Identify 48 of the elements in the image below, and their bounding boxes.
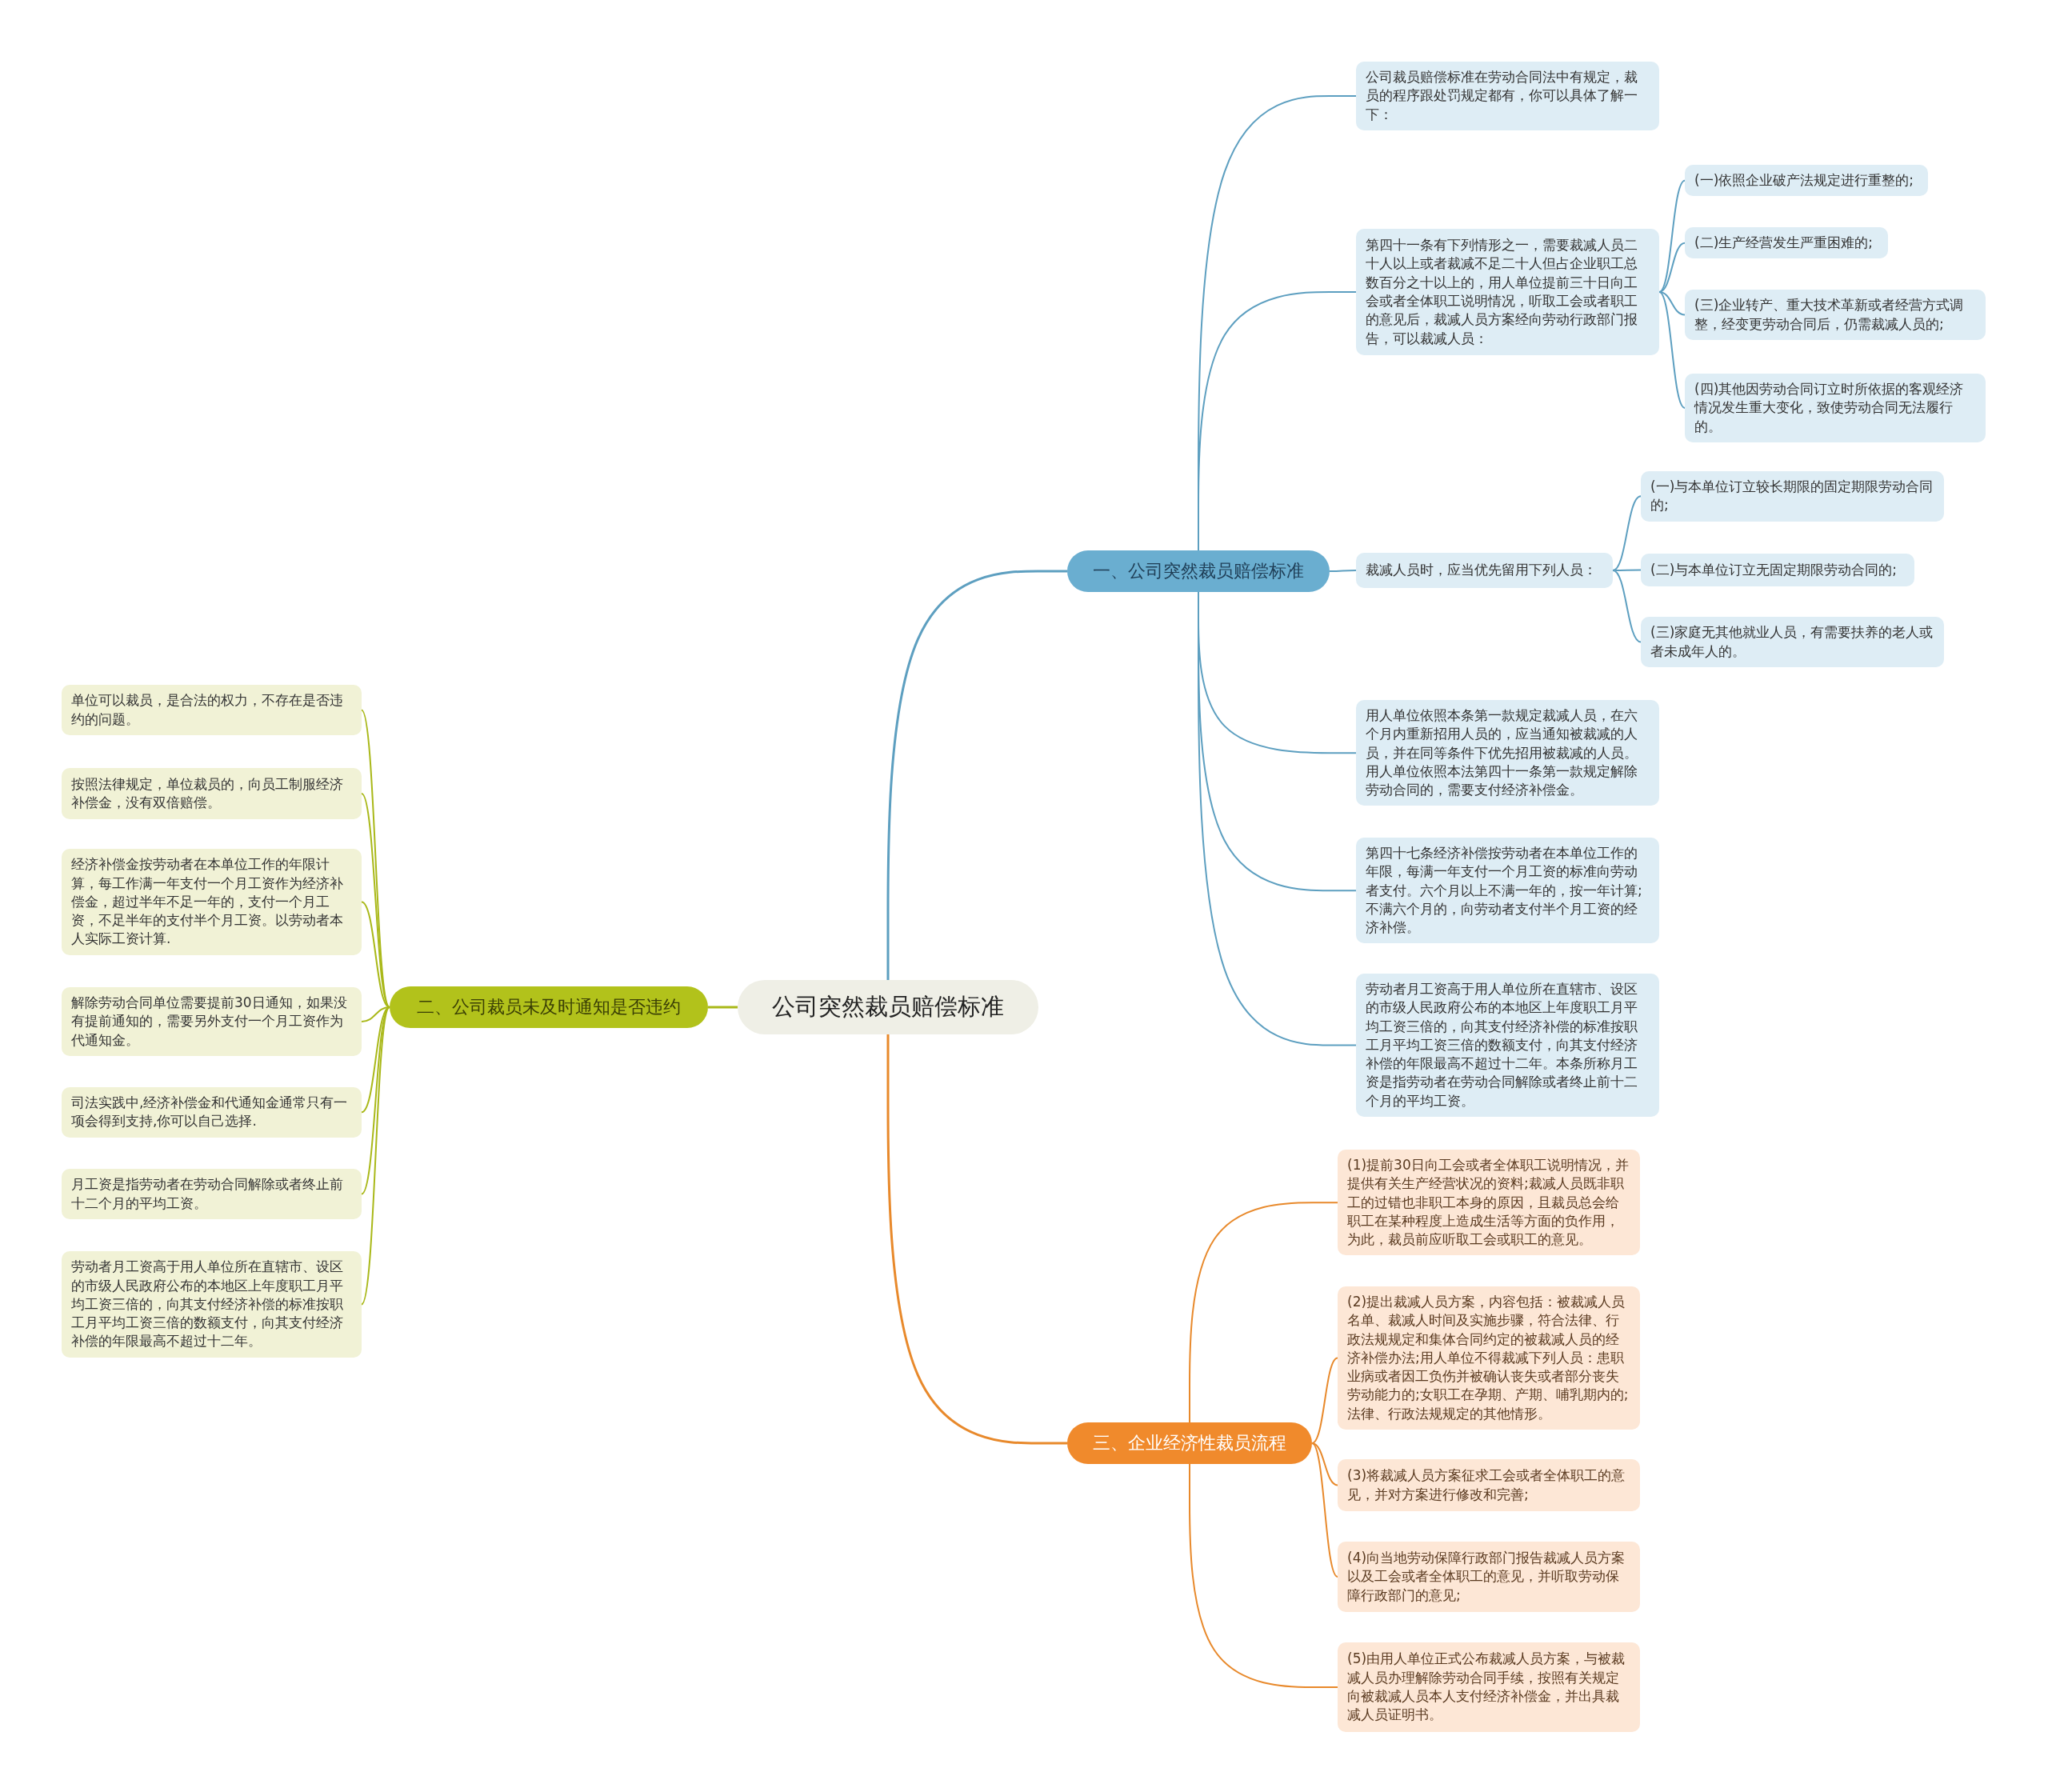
connector-line (886, 570, 1067, 980)
branch-topic: 二、公司裁员未及时通知是否违约 (390, 986, 708, 1028)
subtopic-card: 经济补偿金按劳动者在本单位工作的年限计算，每工作满一年支付一个月工资作为经济补偿金，超过半年不足一年的，支付一个月工资，不足半年的支付半个月工资。以劳动者本人实际工资计算. (62, 849, 362, 955)
subtopic-card: 按照法律规定，单位裁员的，向员工制服经济补偿金，没有双倍赔偿。 (62, 768, 362, 819)
subtopic-card: 劳动者月工资高于用人单位所在直辖市、设区的市级人民政府公布的本地区上年度职工月平均工资三倍的，向其支付经济补偿的标准按职工月平均工资三倍的数额支付，向其支付经济补偿的年限最高不超过十二年。本条所称月工资是指劳动者在劳动合同解除或者终止前十二个月的平均工资。 (1356, 974, 1659, 1117)
subtopic-card: 单位可以裁员，是合法的权力，不存在是否违约的问题。 (62, 685, 362, 735)
connector-line (361, 793, 390, 1008)
subtopic-card: 司法实践中,经济补偿金和代通知金通常只有一项会得到支持,你可以自己选择. (62, 1087, 362, 1138)
connector-line (886, 1034, 1067, 1445)
connector-line (1658, 179, 1686, 293)
connector-line (1612, 570, 1642, 643)
connector-line (1612, 495, 1642, 571)
subtopic-card: 解除劳动合同单位需要提前30日通知，如果没有提前通知的，需要另外支付一个月工资作为代通知金。 (62, 987, 362, 1056)
connector-line (1658, 242, 1686, 293)
subtopic-card: 第四十七条经济补偿按劳动者在本单位工作的年限，每满一年支付一个月工资的标准向劳动者支付。六个月以上不满一年的，按一年计算;不满六个月的，向劳动者支付半个月工资的经济补偿。 (1356, 838, 1659, 944)
subtopic-card: (4)向当地劳动保障行政部门报告裁减人员方案以及工会或者全体职工的意见，并听取劳动保障行政部门的意见; (1338, 1542, 1640, 1612)
subtopic-card: (二)生产经营发生严重困难的; (1685, 227, 1888, 259)
subtopic-card: 劳动者月工资高于用人单位所在直辖市、设区的市级人民政府公布的本地区上年度职工月平均工资三倍的，向其支付经济补偿的标准按职工月平均工资三倍的数额支付，向其支付经济补偿的年限最高不超过十二年。 (62, 1251, 362, 1358)
branch-topic: 一、公司突然裁员赔偿标准 (1067, 550, 1330, 592)
subtopic-card: (三)家庭无其他就业人员，有需要扶养的老人或者未成年人的。 (1641, 617, 1944, 667)
connector-line (1329, 570, 1357, 572)
subtopic-card: (一)依照企业破产法规定进行重整的; (1685, 165, 1928, 197)
subtopic-card: (5)由用人单位正式公布裁减人员方案，与被裁减人员办理解除劳动合同手续，按照有关规定向被裁减人员本人支付经济补偿金，并出具裁减人员证明书。 (1338, 1642, 1640, 1732)
connector-line (361, 1006, 390, 1306)
subtopic-card: (2)提出裁减人员方案，内容包括：被裁减人员名单、裁减人时间及实施步骤，符合法律、行政法规规定和集体合同约定的被裁减人员的经济补偿办法;用人单位不得裁减下列人员：患职业病或者因工负伤并被确认丧失或者部分丧失劳动能力的;女职工在孕期、产期、哺乳期内的;法律、行政法规规定的其他情形。 (1338, 1286, 1640, 1430)
connector-line (1658, 291, 1686, 316)
connector-line (361, 901, 390, 1008)
subtopic-card: (3)将裁减人员方案征求工会或者全体职工的意见，并对方案进行修改和完善; (1338, 1459, 1640, 1511)
connector-line (1189, 1463, 1338, 1688)
connector-line (1189, 1202, 1338, 1423)
subtopic-card: (三)企业转产、重大技术革新或者经营方式调整，经变更劳动合同后，仍需裁减人员的; (1685, 290, 1986, 340)
subtopic-card: (一)与本单位订立较长期限的固定期限劳动合同的; (1641, 471, 1944, 522)
subtopic-card: 公司裁员赔偿标准在劳动合同法中有规定，裁员的程序跟处罚规定都有，你可以具体了解一下： (1356, 62, 1659, 130)
subtopic-card: 用人单位依照本条第一款规定裁减人员，在六个月内重新招用人员的，应当通知被裁减的人员，并在同等条件下优先招用被裁减的人员。用人单位依照本法第四十一条第一款规定解除劳动合同的，需要支付经济补偿金。 (1356, 700, 1659, 806)
connector-line (708, 1006, 738, 1009)
connector-line (1311, 1442, 1338, 1578)
subtopic-card: 月工资是指劳动者在劳动合同解除或者终止前十二个月的平均工资。 (62, 1169, 362, 1219)
subtopic-card: (四)其他因劳动合同订立时所依据的客观经济情况发生重大变化，致使劳动合同无法履行的。 (1685, 374, 1986, 442)
subtopic-card: (1)提前30日向工会或者全体职工说明情况，并提供有关生产经营状况的资料;裁减人员既非职工的过错也非职工本身的原因，且裁员总会给职工在某种程度上造成生活等方面的负作用，为此，裁员前应听取工会或职工的意见。 (1338, 1150, 1640, 1256)
subtopic-card: 第四十一条有下列情形之一，需要裁减人员二十人以上或者裁减不足二十人但占企业职工总数百分之十以上的，用人单位提前三十日向工会或者全体职工说明情况，听取工会或者职工的意见后，裁减人员方案经向劳动行政部门报告，可以裁减人员： (1356, 229, 1659, 355)
connector-line (1311, 1442, 1338, 1486)
subtopic-card: (二)与本单位订立无固定期限劳动合同的; (1641, 554, 1914, 586)
branch-topic: 三、企业经济性裁员流程 (1067, 1422, 1312, 1464)
connector-line (1658, 291, 1686, 409)
subtopic-card: 裁减人员时，应当优先留用下列人员： (1356, 553, 1613, 588)
connector-line (1311, 1357, 1338, 1444)
central-topic: 公司突然裁员赔偿标准 (738, 980, 1038, 1034)
connector-line (361, 1006, 390, 1022)
